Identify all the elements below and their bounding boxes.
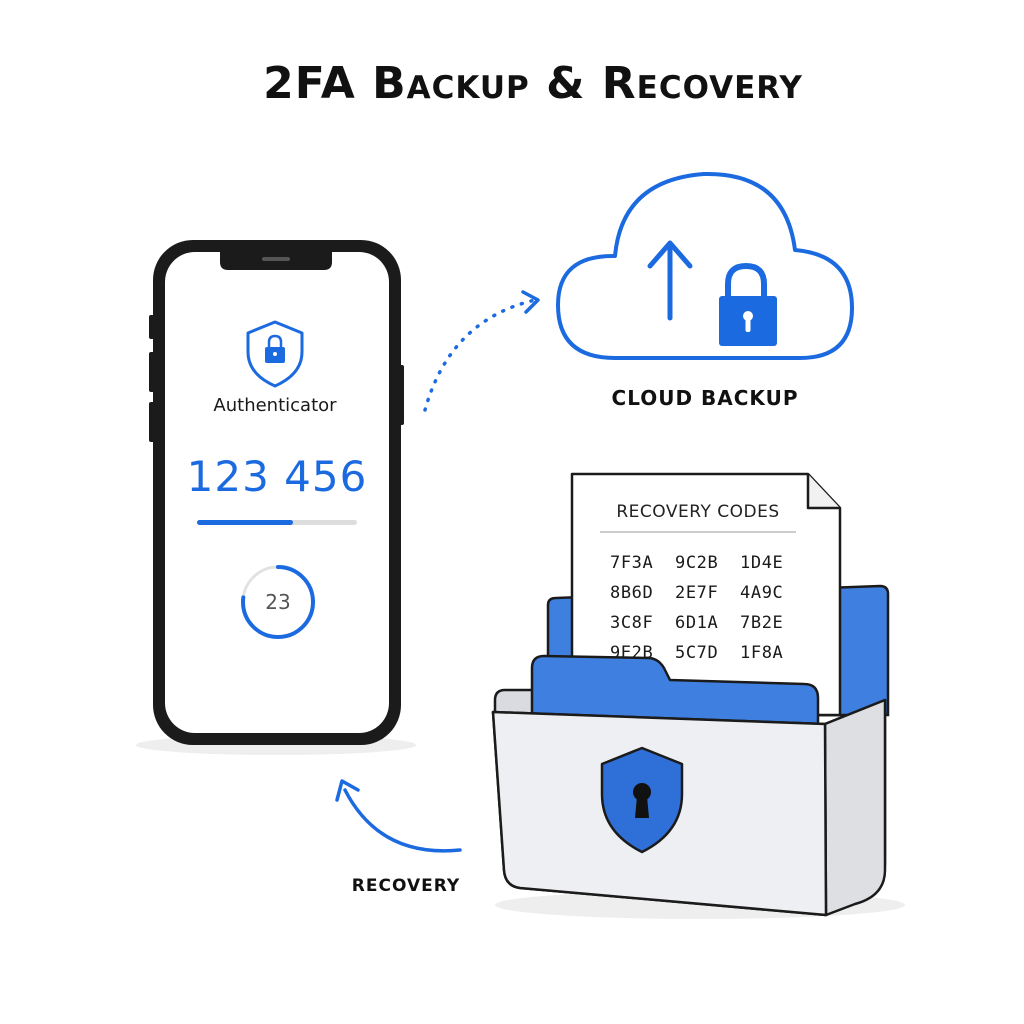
code-progress-bar — [197, 520, 357, 525]
front-folder — [530, 654, 820, 730]
recovery-flow-arrow — [343, 788, 462, 853]
code-progress-fill — [197, 520, 293, 525]
recovery-code-row: 9E2B 5C7D 1F8A — [610, 643, 784, 663]
backup-arrowhead — [521, 290, 540, 314]
backup-flow-arrow — [423, 298, 537, 412]
recovery-code-row: 8B6D 2E7F 4A9C — [610, 583, 784, 603]
cloud-backup-label: CLOUD BACKUP — [611, 386, 799, 410]
cloud-icon — [556, 171, 854, 360]
otp-code: 123 456 — [186, 452, 368, 501]
phone-screen — [165, 252, 389, 733]
app-name: Authenticator — [213, 395, 337, 416]
recovery-codes-sheet — [570, 472, 842, 717]
recovery-codes-title: RECOVERY CODES — [616, 502, 780, 522]
recovery-codes-list: 7F3A 9C2B 1D4E 8B6D 2E7F 4A9C 3C8F 6D1A … — [610, 548, 810, 668]
recovery-code-row: 7F3A 9C2B 1D4E — [610, 553, 784, 573]
upload-arrow-icon — [647, 240, 693, 321]
phone — [136, 240, 416, 755]
padlock-icon — [719, 262, 777, 346]
page-title: 2FA Backup & Recovery — [263, 58, 803, 109]
timer-seconds: 23 — [265, 590, 291, 614]
shield-lock-icon — [246, 320, 304, 388]
vault-box-front — [491, 698, 887, 917]
countdown-timer-ring — [241, 565, 315, 639]
countdown-arc — [241, 565, 315, 639]
recovery-label: RECOVERY — [351, 876, 461, 896]
shield-keyhole-icon — [600, 746, 684, 854]
recovery-arrowhead — [335, 779, 360, 802]
recovery-code-row: 3C8F 6D1A 7B2E — [610, 613, 784, 633]
